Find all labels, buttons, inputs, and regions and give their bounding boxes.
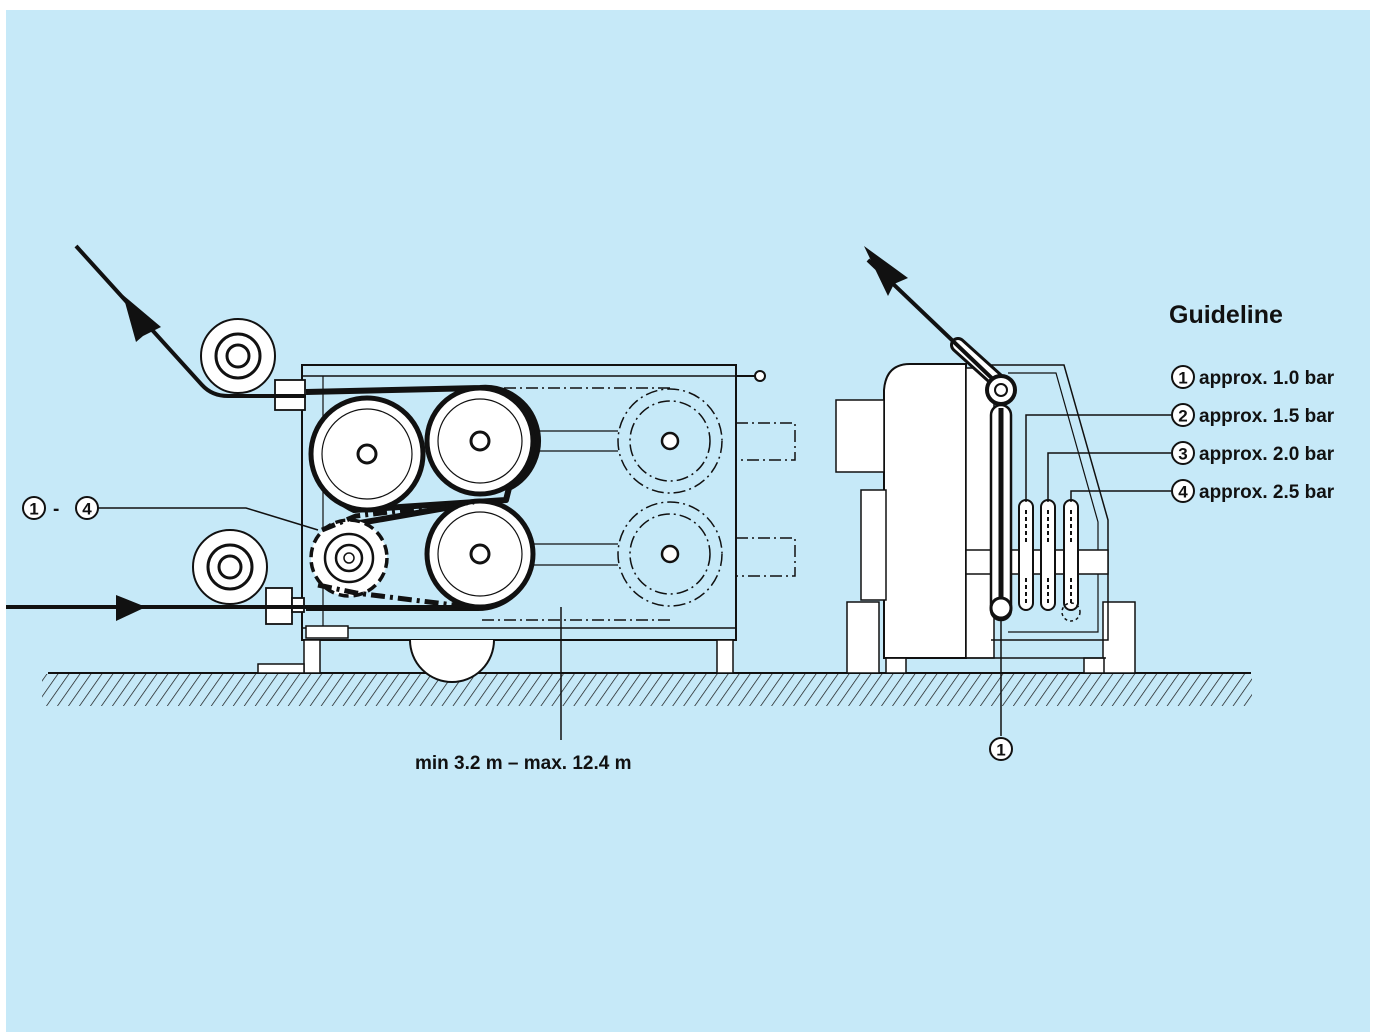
side-exit-arrow-icon [864, 246, 908, 296]
exit-arrow-icon [123, 295, 161, 342]
svg-text:1: 1 [29, 500, 38, 519]
legend-item-2: 2 approx. 1.5 bar [1171, 403, 1335, 427]
exit-guide-roller [200, 318, 276, 394]
pressure-pulley [309, 518, 389, 598]
diagram-background [6, 10, 1370, 1032]
exit-cable [74, 244, 306, 398]
svg-text:1: 1 [996, 741, 1005, 760]
pressure-cylinders [1018, 499, 1081, 622]
extension-ghost [482, 387, 796, 621]
machine-frame [301, 364, 737, 641]
diagram-canvas: Guideline 1 approx. 1.0 bar 2 approx. 1.… [6, 10, 1370, 1032]
svg-text:-: - [53, 499, 59, 520]
handle-knob [754, 370, 766, 382]
lower-eye [989, 596, 1013, 620]
callout-range: 1 - 4 [22, 496, 99, 520]
svg-text:4: 4 [1178, 483, 1188, 502]
svg-text:2: 2 [1178, 407, 1187, 426]
legend-item-1: 1 approx. 1.0 bar [1171, 365, 1335, 389]
ground [42, 672, 1252, 706]
pulley-lower-right [424, 498, 536, 610]
left-machine [6, 244, 796, 740]
svg-text:approx. 2.0 bar: approx. 2.0 bar [1199, 444, 1335, 465]
callout-side-view: 1 [989, 737, 1013, 761]
pulley-upper-left [308, 395, 426, 513]
svg-text:4: 4 [82, 500, 92, 519]
entry-guide-roller [192, 529, 268, 605]
legend-item-3: 3 approx. 2.0 bar [1171, 441, 1335, 465]
svg-text:1: 1 [1178, 369, 1187, 388]
svg-text:approx. 2.5 bar: approx. 2.5 bar [1199, 482, 1335, 503]
svg-text:approx. 1.5 bar: approx. 1.5 bar [1199, 406, 1335, 427]
right-machine [835, 246, 1171, 736]
machine-wheel [409, 639, 495, 683]
svg-text:3: 3 [1178, 445, 1187, 464]
length-range-label: min 3.2 m – max. 12.4 m [415, 753, 632, 774]
side-housing [883, 363, 967, 659]
legend: Guideline 1 approx. 1.0 bar 2 approx. 1.… [1169, 301, 1335, 503]
legend-item-4: 4 approx. 2.5 bar [1171, 479, 1335, 503]
entry-arrow-icon [116, 595, 146, 621]
svg-text:approx. 1.0 bar: approx. 1.0 bar [1199, 368, 1335, 389]
legend-title: Guideline [1169, 301, 1283, 329]
cross-beam [965, 549, 1109, 575]
pulley-upper-right [424, 385, 536, 497]
